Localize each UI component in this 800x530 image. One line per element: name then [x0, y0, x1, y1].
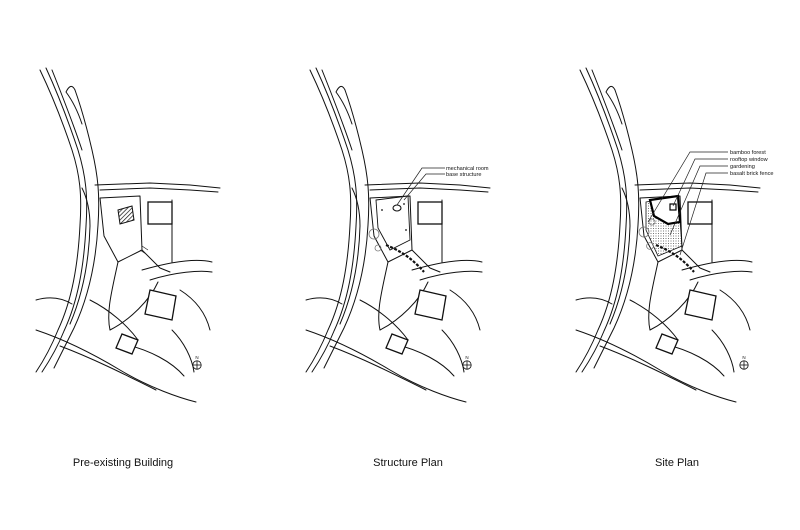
label-rooftop-window: rooftop window: [730, 157, 769, 163]
north-label: N: [195, 355, 198, 360]
leader-gardening: [669, 165, 728, 236]
leader-bamboo-forest: [647, 151, 728, 223]
path-structure: [385, 243, 425, 273]
leader-rooftop-window: [672, 158, 728, 207]
bamboo-tree: [646, 242, 654, 250]
caption-site-plan: Site Plan: [655, 457, 699, 469]
label-basalt-brick-fence: basalt brick fence: [730, 171, 774, 177]
rooftop-window: [669, 203, 677, 211]
label-base-structure: base structure: [446, 172, 481, 178]
leader-mechanical-room: [396, 167, 445, 206]
label-mechanical-room: mechanical room: [446, 166, 489, 172]
tree-symbol: [368, 228, 380, 240]
north-label: N: [465, 355, 468, 360]
label-gardening: gardening: [730, 164, 755, 170]
site-base-drawing: [35, 67, 221, 403]
north-arrow-icon: N: [462, 355, 472, 370]
panel-site-plan: bamboo forest rooftop window gardening b…: [575, 67, 774, 469]
leader-basalt-fence: [679, 172, 728, 256]
basalt-brick-fence: [655, 243, 695, 273]
caption-structure-plan: Structure Plan: [373, 457, 443, 469]
stair-mark: [139, 245, 149, 255]
panel-structure-plan: mechanical room base structure N Structu…: [305, 67, 491, 469]
tree-symbol: [374, 244, 382, 252]
north-arrow-icon: N: [739, 355, 749, 370]
bamboo-tree: [648, 218, 656, 226]
north-label: N: [742, 355, 745, 360]
caption-pre-existing: Pre-existing Building: [73, 457, 173, 469]
panel-pre-existing: N Pre-existing Building: [35, 67, 221, 469]
leader-base-structure: [403, 173, 445, 201]
bamboo-tree: [638, 226, 650, 238]
north-arrow-icon: N: [192, 355, 202, 370]
pre-existing-building: [117, 205, 135, 225]
label-bamboo-forest: bamboo forest: [730, 150, 766, 156]
base-structure: [375, 195, 411, 251]
